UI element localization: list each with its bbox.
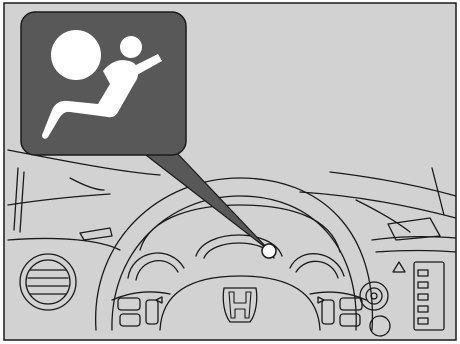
indicator-location-marker (262, 244, 276, 258)
